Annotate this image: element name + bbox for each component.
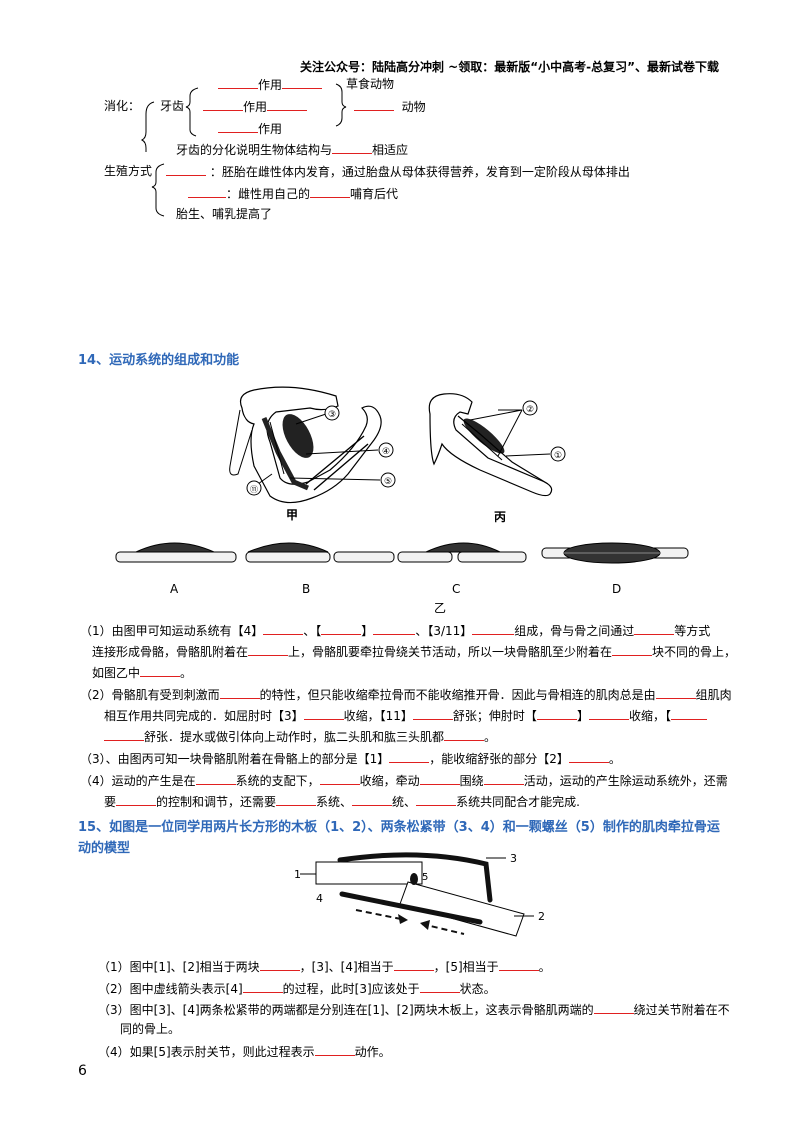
q14-1-line-2: 连接形成骨骼，骨骼肌附着在上，骨骼肌要牵拉骨绕关节活动，所以一块骨骼肌至少附着在…: [92, 643, 737, 659]
blank[interactable]: [314, 1043, 355, 1056]
page-number: 6: [78, 1063, 87, 1079]
blank[interactable]: [412, 707, 453, 720]
q14-2-line-3: 舒张．提水或做引体向上动作时，肱二头肌和肱三头肌都。: [104, 728, 496, 745]
reproduction-line-3: 胎生、哺乳提高了: [176, 207, 273, 221]
blank[interactable]: [373, 622, 416, 635]
page-header: 关注公众号：陆陆高分冲刺 ~领取：最新版“小中高考-总复习”、最新试卷下载: [300, 60, 719, 74]
model-label-2: 2: [538, 910, 545, 923]
blank[interactable]: [416, 793, 457, 806]
blank[interactable]: [276, 793, 317, 806]
blank[interactable]: [267, 98, 308, 111]
lever-model-diagram: 1 2 3 4 5: [294, 852, 545, 937]
q15-4-line: （4）如果[5]表示肘关节，则此过程表示动作。: [98, 1043, 391, 1059]
mark-1: ①: [554, 451, 562, 461]
section-15-title-line-2: 动的模型: [78, 841, 131, 856]
digestion-label: 消化：: [104, 99, 141, 113]
blank[interactable]: [568, 750, 609, 763]
blank[interactable]: [419, 980, 460, 993]
q14-4-line-2: 要的控制和调节，还需要系统、统、系统共同配合才能完成.: [104, 793, 580, 809]
muscle-diagram-yi: [115, 542, 689, 564]
blank[interactable]: [354, 98, 394, 111]
blank[interactable]: [472, 622, 515, 635]
mark-2: ②: [526, 405, 534, 415]
mark-11: ⑪: [250, 485, 258, 494]
blank[interactable]: [259, 958, 300, 971]
section-14-title: 14、运动系统的组成和功能: [78, 353, 240, 368]
blank[interactable]: [218, 120, 258, 133]
blank[interactable]: [389, 750, 430, 763]
digestion-line-3: 作用: [218, 120, 282, 137]
blank[interactable]: [195, 772, 236, 785]
blank[interactable]: [393, 958, 434, 971]
blank[interactable]: [321, 622, 362, 635]
arm-diagram-jia: ③ ④ ⑤ ⑪: [229, 386, 396, 504]
mark-3: ③: [328, 410, 336, 420]
digestion-brackets: [140, 83, 347, 152]
reproduction-line-1: ：胚胎在雌性体内发育，通过胎盘从母体获得营养，发育到一定阶段从母体排出: [166, 163, 630, 180]
teeth-conclusion: 牙齿的分化说明生物体结构与相适应: [176, 141, 409, 157]
q14-1-line-1: （1）由图甲可知运动系统有【4】、【】、【3/11】组成，骨与骨之间通过等方式: [80, 622, 711, 638]
blank[interactable]: [242, 980, 283, 993]
blank[interactable]: [218, 76, 258, 89]
muscle-label-c: C: [452, 582, 461, 596]
blank[interactable]: [263, 622, 304, 635]
model-label-3: 3: [510, 852, 517, 865]
mark-4: ④: [382, 447, 390, 457]
blank[interactable]: [188, 185, 226, 198]
blank[interactable]: [303, 707, 344, 720]
blank[interactable]: [419, 772, 460, 785]
blank[interactable]: [670, 707, 707, 720]
q14-4-line-1: （4）运动的产生是在系统的支配下，收缩，牵动围绕活动，运动的产生除运动系统外，还…: [80, 772, 728, 788]
blank[interactable]: [593, 1001, 634, 1014]
digestion-line-1: 作用: [218, 76, 323, 93]
blank[interactable]: [444, 728, 485, 741]
blank[interactable]: [332, 141, 373, 154]
blank[interactable]: [634, 622, 675, 635]
q14-1-line-3: 如图乙中。: [92, 664, 193, 680]
q15-3-line-2: 同的骨上。: [120, 1022, 181, 1036]
blank[interactable]: [483, 772, 524, 785]
figure-label-yi: 乙: [434, 601, 447, 615]
blank[interactable]: [219, 686, 260, 699]
figure-label-bing: 丙: [494, 510, 507, 524]
blank[interactable]: [104, 728, 144, 741]
muscle-label-d: D: [612, 582, 622, 596]
blank[interactable]: [248, 643, 289, 656]
blank[interactable]: [282, 76, 323, 89]
herbivore-label: 草食动物: [346, 77, 395, 91]
q15-1-line: （1）图中[1]、[2]相当于两块，[3]、[4]相当于，[5]相当于。: [98, 958, 551, 974]
reproduction-line-2: ：雌性用自己的哺育后代: [188, 185, 398, 202]
blank[interactable]: [536, 707, 577, 720]
model-label-1: 1: [294, 868, 301, 881]
blank[interactable]: [319, 772, 360, 785]
mark-5: ⑤: [384, 477, 392, 487]
blank[interactable]: [352, 793, 393, 806]
blank[interactable]: [498, 958, 539, 971]
q15-3-line-1: （3）图中[3]、[4]两条松紧带的两端都是分别连在[1]、[2]两块木板上，这…: [98, 1001, 730, 1017]
muscle-label-b: B: [302, 582, 311, 596]
reproduction-bracket: [151, 163, 165, 217]
q14-2-line-2: 相互作用共同完成的．如屈肘时【3】收缩，【11】舒张；伸肘时【】收缩，【: [104, 707, 707, 724]
animal-line: 动物: [354, 98, 426, 115]
blank[interactable]: [166, 163, 206, 176]
model-label-5: 5: [422, 872, 428, 883]
figure-label-jia: 甲: [286, 508, 299, 522]
q14-3-line: （3）、由图丙可知一块骨骼肌附着在骨骼上的部分是【1】，能收缩舒张的部分【2】。: [80, 750, 621, 766]
muscle-label-a: A: [170, 582, 179, 596]
blank[interactable]: [310, 185, 351, 198]
model-label-4: 4: [316, 892, 323, 905]
section-15-title-line-1: 15、如图是一位同学用两片长方形的木板（1、2）、两条松紧带（3、4）和一颗螺丝…: [78, 820, 720, 835]
blank[interactable]: [588, 707, 629, 720]
q14-2-line-1: （2）骨骼肌有受到刺激而的特性，但只能收缩牵拉骨而不能收缩推开骨．因此与骨相连的…: [80, 686, 732, 702]
arm-diagram-bing: ② ①: [428, 393, 566, 497]
blank[interactable]: [116, 793, 157, 806]
reproduction-label: 生殖方式: [104, 164, 153, 178]
digestion-line-2: 作用: [203, 98, 308, 115]
blank[interactable]: [655, 686, 696, 699]
q15-2-line: （2）图中虚线箭头表示[4]的过程，此时[3]应该处于状态。: [98, 980, 496, 996]
blank[interactable]: [203, 98, 243, 111]
blank[interactable]: [140, 664, 181, 677]
teeth-label: 牙齿: [160, 99, 185, 113]
blank[interactable]: [612, 643, 653, 656]
